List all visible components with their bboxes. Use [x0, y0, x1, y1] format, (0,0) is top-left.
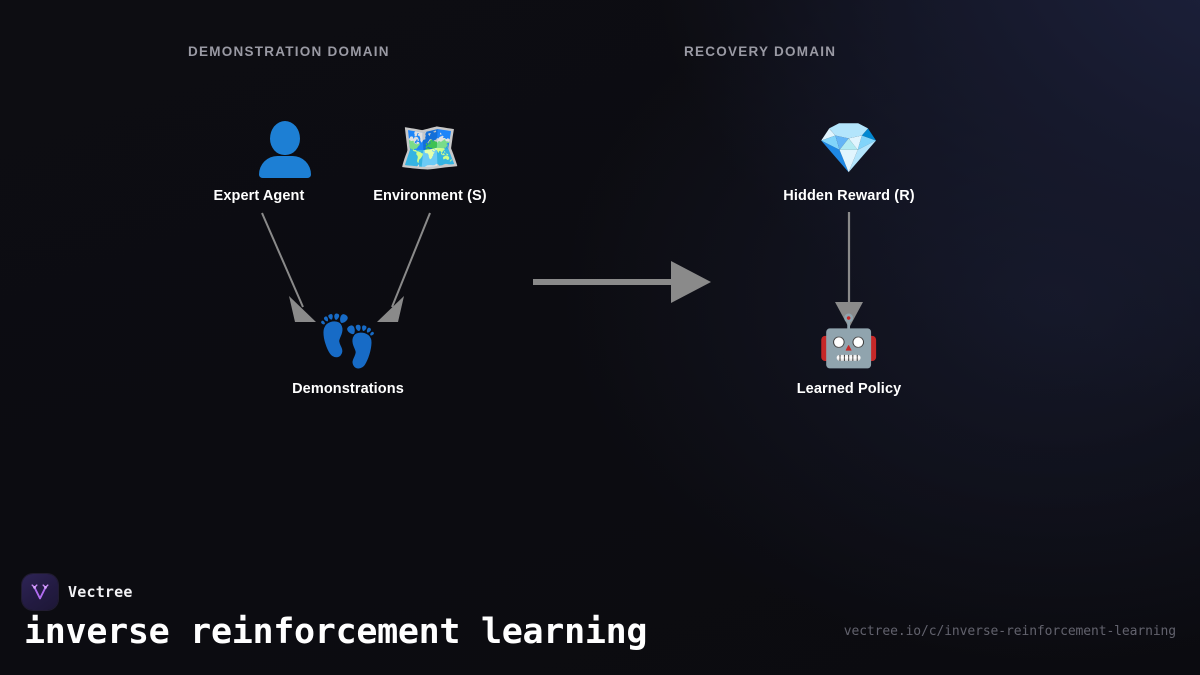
- page-url: vectree.io/c/inverse-reinforcement-learn…: [843, 624, 1176, 639]
- domain-heading-recovery: RECOVERY DOMAIN: [684, 44, 837, 59]
- edge-domain-transition-arrow: [533, 261, 711, 303]
- page-title: inverse reinforcement learning: [24, 612, 648, 652]
- node-label-expert-agent: Expert Agent: [213, 188, 305, 204]
- node-label-environment: Environment (S): [373, 188, 487, 204]
- edge-expert-to-demonstrations: [261, 212, 316, 322]
- node-demonstrations[interactable]: 👣 Demonstrations: [248, 313, 448, 397]
- node-label-demonstrations: Demonstrations: [292, 381, 404, 397]
- domain-heading-demonstration: DEMONSTRATION DOMAIN: [188, 44, 390, 59]
- node-expert-agent[interactable]: Expert Agent: [159, 120, 359, 204]
- vectree-branch-logo-icon: [22, 574, 58, 610]
- world-map-icon: 🗺️: [398, 120, 462, 176]
- node-label-learned-policy: Learned Policy: [796, 381, 902, 397]
- edge-reward-to-policy: [835, 212, 863, 328]
- node-label-hidden-reward: Hidden Reward (R): [783, 188, 915, 204]
- robot-icon: 🤖: [817, 313, 881, 369]
- footprints-icon: 👣: [316, 313, 380, 369]
- node-environment[interactable]: 🗺️ Environment (S): [330, 120, 530, 204]
- diamond-gem-icon: 💎: [817, 120, 881, 176]
- node-learned-policy[interactable]: 🤖 Learned Policy: [749, 313, 949, 397]
- brand-name: Vectree: [68, 583, 133, 601]
- brand-lockup[interactable]: Vectree: [22, 574, 133, 610]
- node-hidden-reward[interactable]: 💎 Hidden Reward (R): [749, 120, 949, 204]
- edge-environment-to-demonstrations: [377, 212, 431, 322]
